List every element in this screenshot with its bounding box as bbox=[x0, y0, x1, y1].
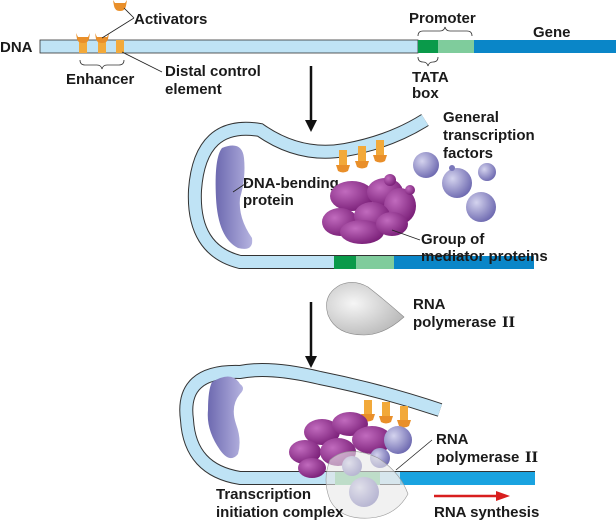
mediator-label-2: mediator proteins bbox=[421, 248, 548, 265]
tata-label-2: box bbox=[412, 85, 439, 102]
enhancer-activators bbox=[76, 0, 127, 53]
rnapol2-label-2: polymerase bbox=[436, 449, 519, 466]
distal-control-label-2: element bbox=[165, 81, 222, 98]
rna-polymerase-free bbox=[326, 282, 405, 336]
rnapol-numeral: II bbox=[502, 315, 515, 331]
gtf-label-1: General bbox=[443, 109, 499, 126]
step-arrow-2 bbox=[305, 302, 317, 368]
rna-synthesis-label: RNA synthesis bbox=[434, 504, 539, 521]
tic-label-2: initiation complex bbox=[216, 504, 344, 521]
general-transcription-factors bbox=[413, 152, 496, 222]
dna-bending-label-2: protein bbox=[243, 192, 294, 209]
tata-label-1: TATA bbox=[412, 69, 449, 86]
activators-label: Activators bbox=[134, 11, 207, 28]
promoter-label: Promoter bbox=[409, 10, 476, 27]
rnapol-label-2: polymerase bbox=[413, 314, 496, 331]
gtf-label-3: factors bbox=[443, 145, 493, 162]
step-arrow-1 bbox=[305, 66, 317, 132]
bound-activators-2 bbox=[336, 140, 387, 173]
rnapol2-label-1: RNA bbox=[436, 431, 469, 448]
enhancer-label: Enhancer bbox=[66, 71, 135, 88]
mediator-proteins-2 bbox=[322, 174, 416, 244]
dna-bending-protein-3 bbox=[207, 376, 243, 459]
rnapol2-numeral: II bbox=[525, 450, 538, 466]
gene-label: Gene bbox=[533, 24, 571, 41]
mediator-label-1b: Group of bbox=[421, 231, 485, 248]
rna-polymerase-bound bbox=[325, 451, 409, 519]
tic-label-1: Transcription bbox=[216, 486, 311, 503]
rna-synthesis-arrow bbox=[434, 491, 510, 501]
dna-bending-protein bbox=[215, 145, 253, 249]
dna-strand-top bbox=[39, 39, 616, 54]
dna-label: DNA bbox=[0, 39, 33, 56]
gtf-label-2: transcription bbox=[443, 127, 535, 144]
rnapol-label-1: RNA bbox=[413, 296, 446, 313]
dna-bending-label-1: DNA-bending bbox=[243, 175, 339, 192]
distal-control-label-1: Distal control bbox=[165, 63, 261, 80]
